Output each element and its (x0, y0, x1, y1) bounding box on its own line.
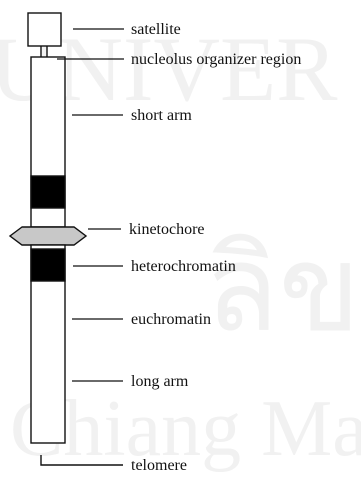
label-euchromatin: euchromatin (131, 311, 211, 328)
label-long-arm: long arm (131, 373, 189, 390)
heterochromatin-band-lower (31, 249, 65, 281)
label-short-arm: short arm (131, 107, 192, 124)
label-telomere: telomere (131, 457, 187, 474)
kinetochore-hexagon (10, 227, 86, 245)
watermark-mid: ลิขสิทธิ์ (205, 202, 361, 356)
satellite-box (28, 13, 61, 46)
label-heterochromatin: heterochromatin (131, 258, 236, 275)
label-nor: nucleolus organizer region (131, 51, 301, 68)
heterochromatin-band-upper (31, 176, 65, 208)
label-satellite: satellite (131, 21, 181, 38)
label-kinetochore: kinetochore (129, 221, 205, 238)
